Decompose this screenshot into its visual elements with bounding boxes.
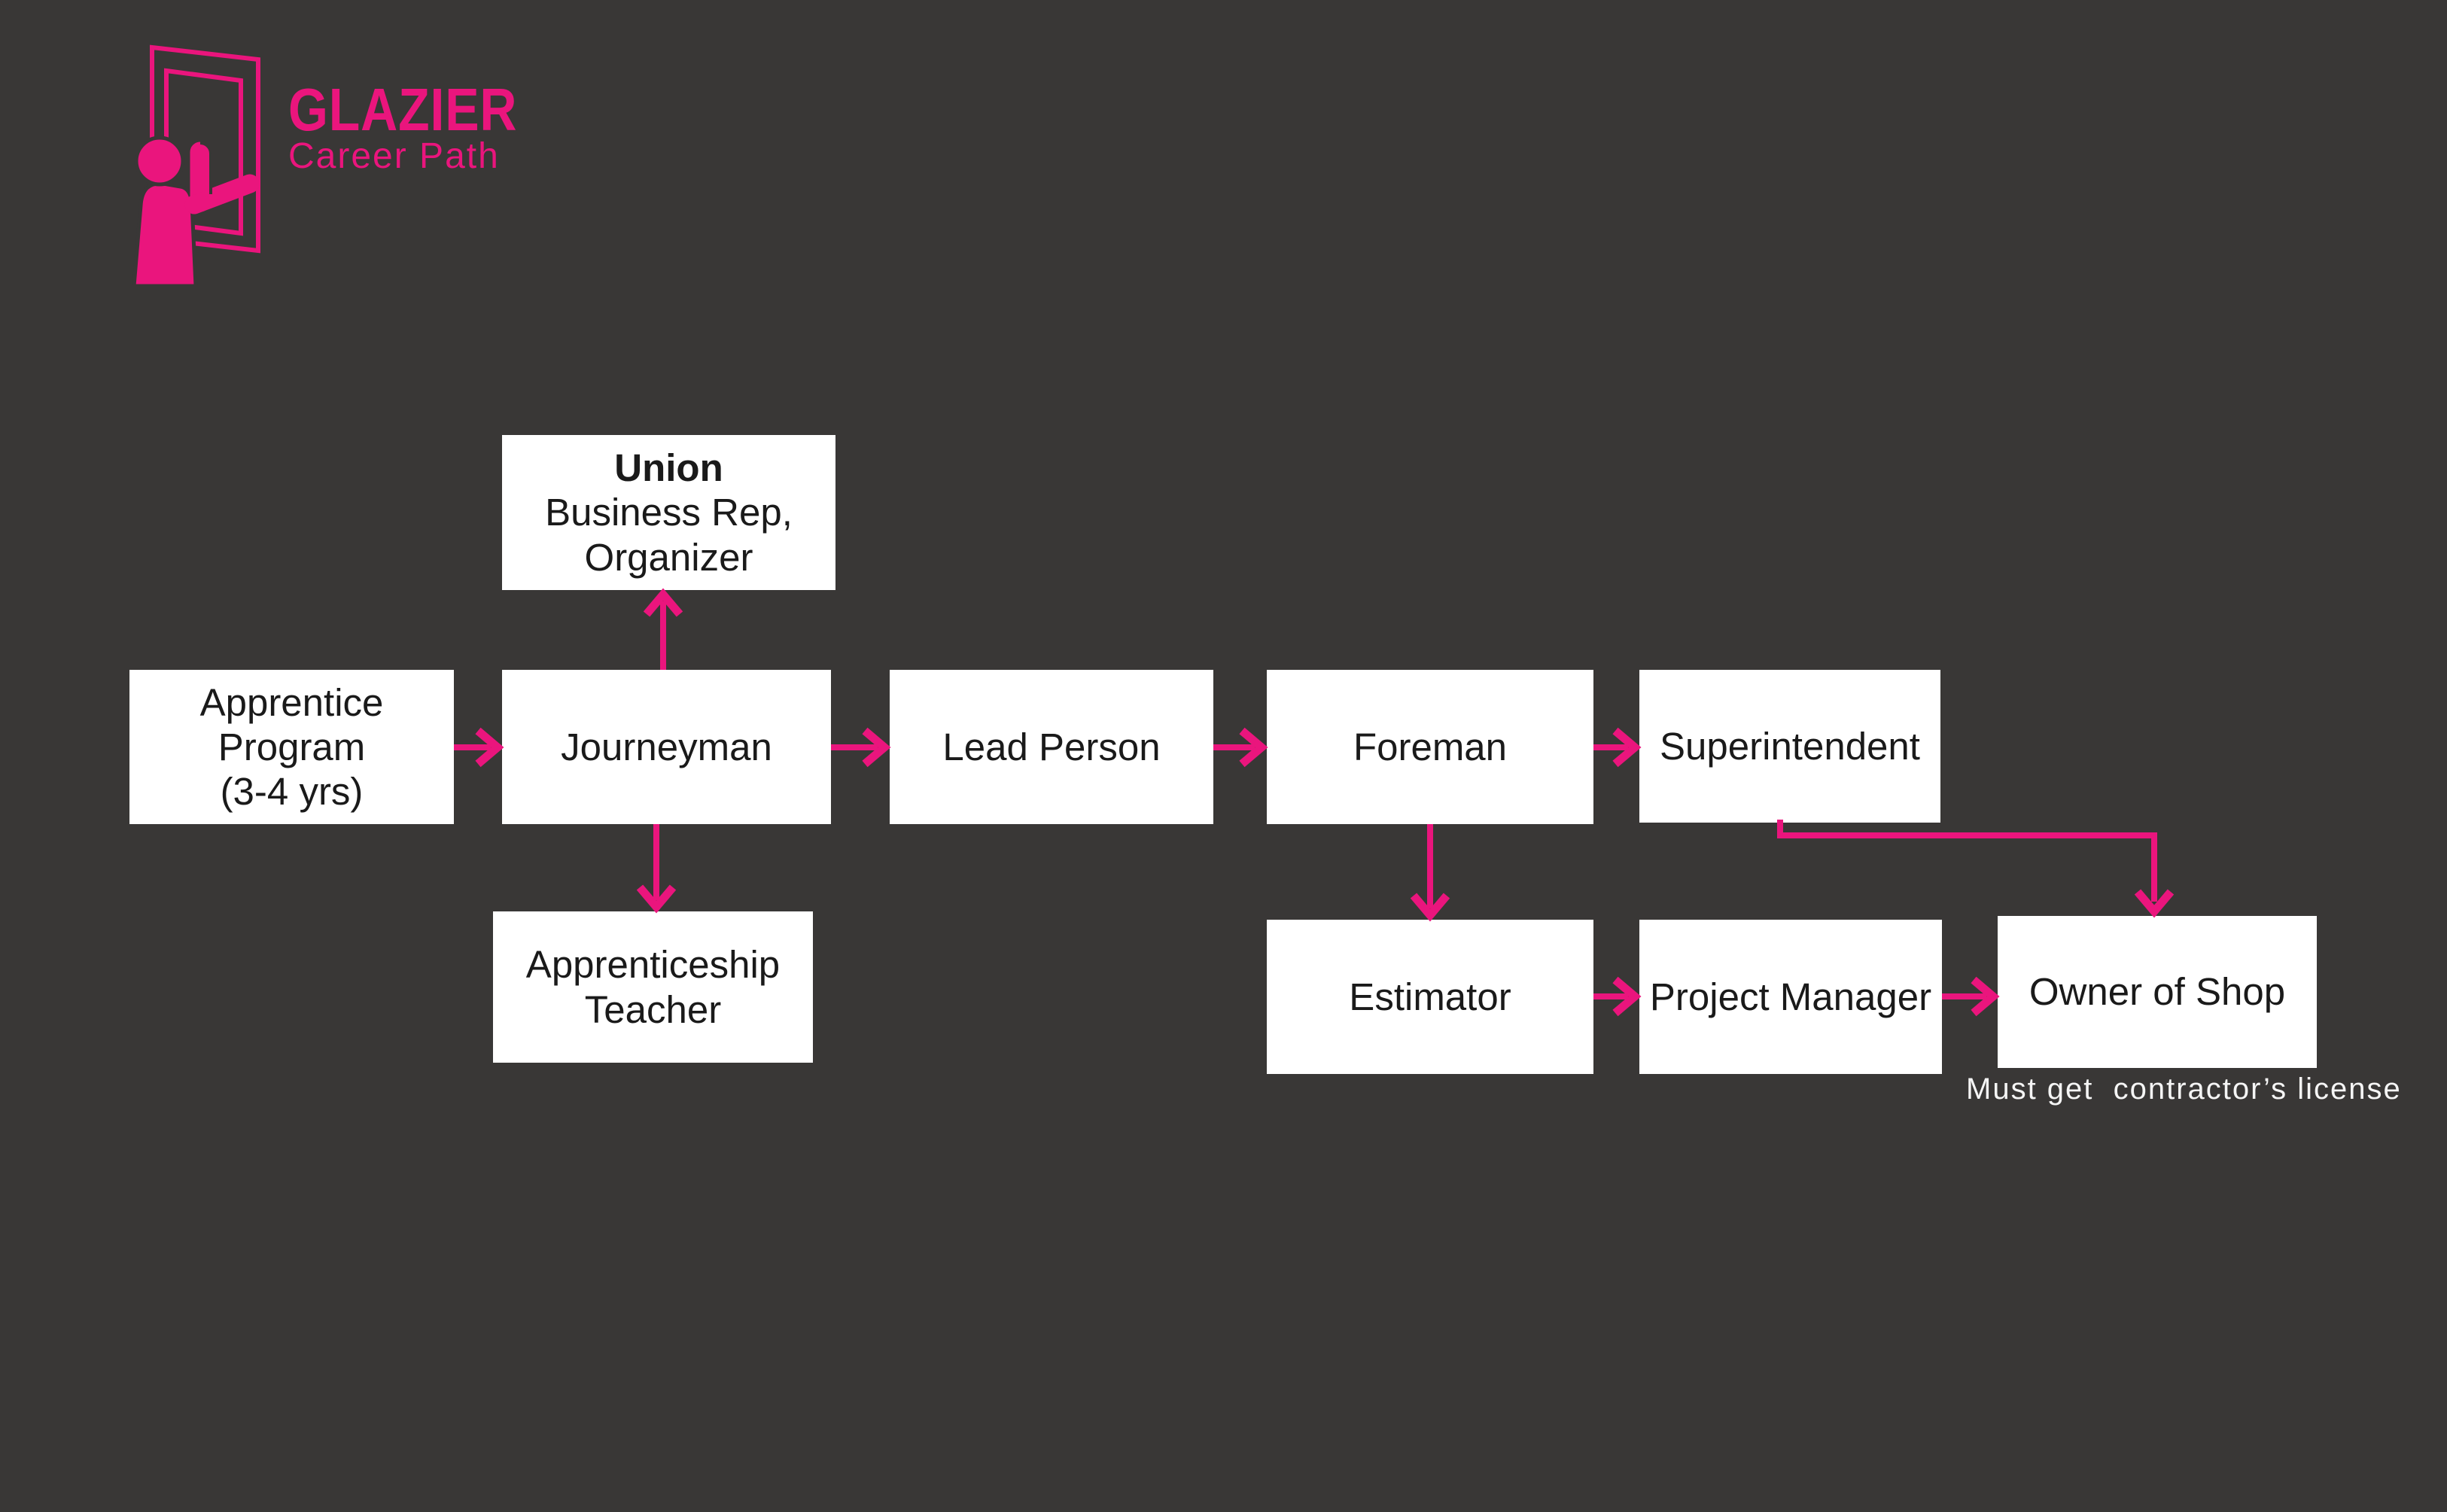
- node-lead-person: Lead Person: [890, 670, 1213, 824]
- glazier-person-window-logo-icon: [132, 44, 260, 286]
- arrow-superintendent-to-owner-elbow: [1777, 820, 2175, 918]
- node-apprenticeship-teacher: Apprenticeship Teacher: [493, 911, 813, 1063]
- arrow-estimator-to-project-manager: [1593, 976, 1642, 1017]
- page-subtitle: Career Path: [288, 136, 500, 176]
- node-union: Union Business Rep, Organizer: [502, 435, 835, 590]
- node-foreman: Foreman: [1267, 670, 1593, 824]
- node-journeyman: Journeyman: [502, 670, 831, 824]
- node-foreman-label: Foreman: [1353, 725, 1508, 768]
- contractors-license-note: Must get contractor’s license: [1966, 1072, 2402, 1106]
- node-union-line1: Business Rep,: [545, 491, 793, 534]
- node-journeyman-label: Journeyman: [561, 725, 772, 768]
- node-union-title: Union: [614, 446, 723, 490]
- node-owner-of-shop-label: Owner of Shop: [2029, 970, 2286, 1014]
- arrow-journeyman-to-union: [643, 588, 683, 670]
- node-project-manager-label: Project Manager: [1649, 975, 1932, 1018]
- node-teacher-line2: Teacher: [584, 987, 722, 1031]
- node-project-manager: Project Manager: [1639, 920, 1942, 1074]
- arrow-foreman-to-superintendent: [1593, 727, 1642, 768]
- arrow-apprentice-to-journeyman: [454, 727, 504, 768]
- arrow-lead-person-to-foreman: [1213, 727, 1268, 768]
- node-apprentice-line1: Apprentice: [199, 680, 384, 724]
- node-apprentice-line3: (3-4 yrs): [220, 770, 364, 814]
- page-title: GLAZIER: [288, 76, 518, 143]
- node-lead-person-label: Lead Person: [942, 725, 1161, 768]
- node-superintendent: Superintendent: [1639, 670, 1940, 823]
- node-superintendent-label: Superintendent: [1660, 724, 1920, 768]
- arrow-foreman-to-estimator: [1410, 824, 1450, 922]
- arrow-project-manager-to-owner: [1942, 976, 2000, 1017]
- node-teacher-line1: Apprenticeship: [525, 943, 781, 987]
- node-estimator-label: Estimator: [1349, 975, 1511, 1018]
- arrow-journeyman-to-apprenticeship-teacher: [636, 824, 677, 914]
- node-apprentice-program: Apprentice Program (3-4 yrs): [129, 670, 454, 824]
- arrow-journeyman-to-lead-person: [831, 727, 891, 768]
- node-union-line2: Organizer: [584, 535, 753, 579]
- node-apprentice-line2: Program: [218, 725, 366, 768]
- node-owner-of-shop: Owner of Shop: [1998, 916, 2317, 1068]
- node-estimator: Estimator: [1267, 920, 1593, 1074]
